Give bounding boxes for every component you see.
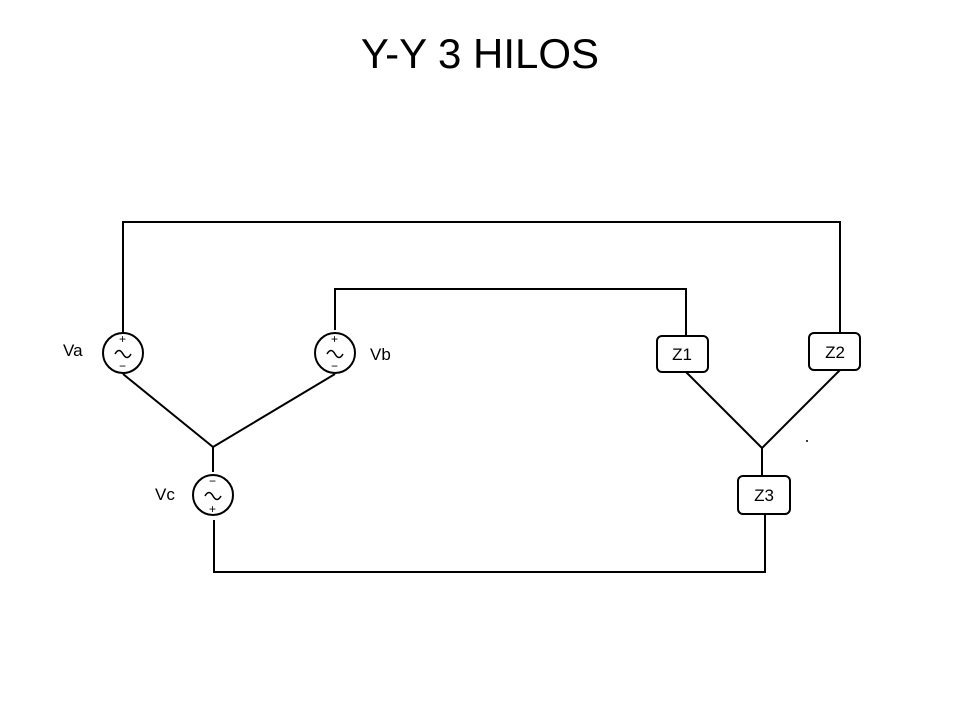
source-va-label: Va xyxy=(63,341,83,360)
load-z1: Z1 xyxy=(656,335,709,373)
stray-dot xyxy=(806,440,808,442)
load-z3: Z3 xyxy=(737,475,791,515)
load-z3-box xyxy=(737,475,791,515)
wire-vb-to-source-neutral xyxy=(212,373,336,448)
load-z3-label: Z3 xyxy=(754,486,774,505)
load-z2-label: Z2 xyxy=(825,343,845,362)
slide-title: Y-Y 3 HILOS xyxy=(360,30,600,77)
wire-vc-to-z3 xyxy=(213,514,766,573)
load-z2-box xyxy=(808,332,861,371)
source-vb-label: Vb xyxy=(370,345,391,364)
source-va: + − Va xyxy=(63,332,144,374)
ac-tilde-icon xyxy=(114,349,132,359)
ac-tilde-icon xyxy=(204,491,222,501)
source-vb-plus-sign: + xyxy=(331,332,338,346)
source-va-minus-sign: − xyxy=(119,359,126,373)
wire-z1-to-load-neutral xyxy=(685,371,763,449)
source-vc-plus-sign: + xyxy=(209,502,216,516)
wire-va-to-source-neutral xyxy=(122,373,214,448)
wire-z2-to-load-neutral xyxy=(761,369,841,449)
source-vc-label: Vc xyxy=(155,485,175,504)
source-va-plus-sign: + xyxy=(119,332,126,346)
source-vc-minus-sign: − xyxy=(209,474,216,488)
source-vc: − + Vc xyxy=(155,474,234,516)
source-vb: + − Vb xyxy=(314,332,391,374)
wire-va-to-z2 xyxy=(122,221,841,333)
load-z2: Z2 xyxy=(808,332,861,371)
wire-vb-to-z1 xyxy=(334,288,687,336)
load-z1-box xyxy=(656,335,709,373)
ac-tilde-icon xyxy=(326,349,344,359)
load-z1-label: Z1 xyxy=(672,345,692,364)
source-vb-minus-sign: − xyxy=(331,359,338,373)
